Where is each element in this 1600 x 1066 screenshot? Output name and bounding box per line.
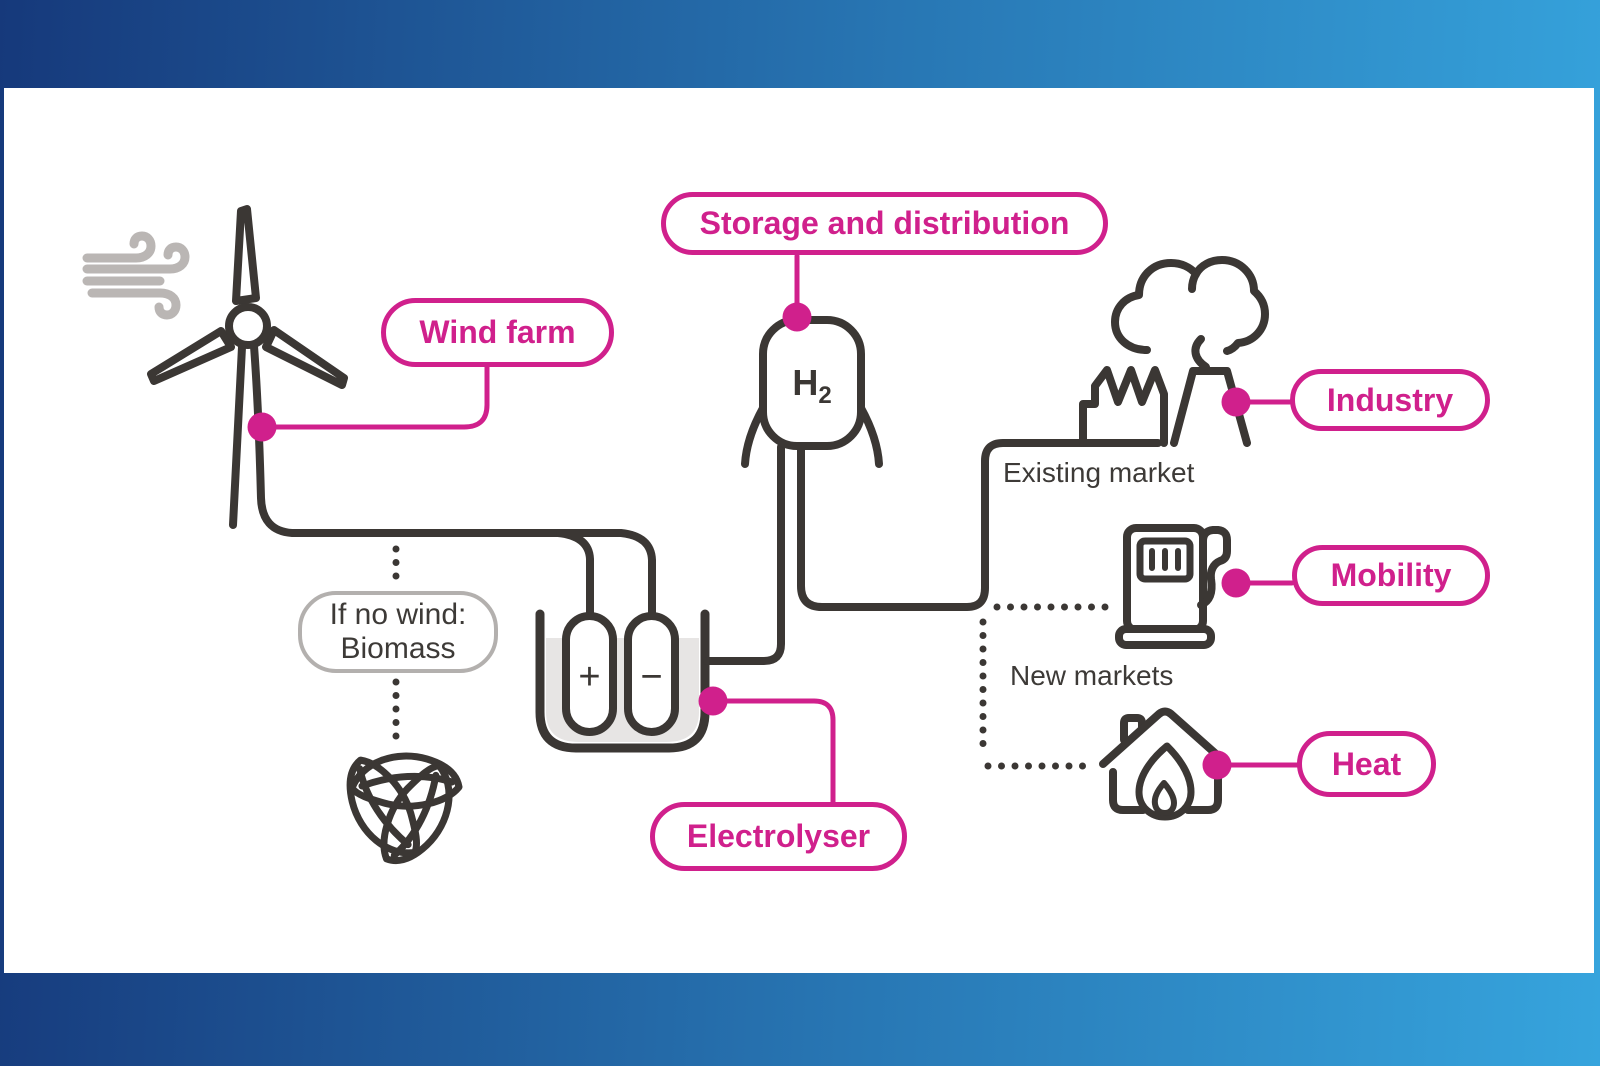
label-electrolyser: Electrolyser — [650, 802, 907, 871]
connector-lines — [273, 253, 1300, 806]
cathode-minus-sign: − — [640, 656, 663, 698]
biomass-note-line2: Biomass — [340, 632, 456, 665]
label-biomass-note: If no wind: Biomass — [298, 591, 498, 673]
label-heat: Heat — [1297, 731, 1436, 797]
label-wind-farm: Wind farm — [381, 298, 614, 367]
electrolyser-beaker-icon — [535, 609, 710, 753]
biomass-note-line1: If no wind: — [329, 597, 467, 631]
wind-icon — [82, 231, 190, 320]
house-flame-icon — [1099, 707, 1229, 821]
fuel-pump-icon — [1115, 524, 1231, 649]
h2-subscript: 2 — [818, 382, 832, 410]
h2-tank-icon — [703, 316, 1162, 665]
label-mobility: Mobility — [1292, 545, 1490, 606]
connector-dots — [247, 302, 1251, 780]
anode-plus-sign: + — [578, 656, 601, 698]
market-dotted-lines — [979, 603, 1120, 770]
h2-symbol: H — [792, 362, 819, 403]
h2-tank-text: H2 — [763, 362, 861, 410]
label-industry: Industry — [1290, 369, 1490, 431]
wind-turbine-icon — [147, 205, 656, 620]
label-new-markets: New markets — [1010, 660, 1174, 691]
biomass-leaves-icon — [346, 545, 463, 865]
label-storage-distribution: Storage and distribution — [661, 192, 1108, 255]
label-existing-market: Existing market — [1003, 457, 1195, 488]
